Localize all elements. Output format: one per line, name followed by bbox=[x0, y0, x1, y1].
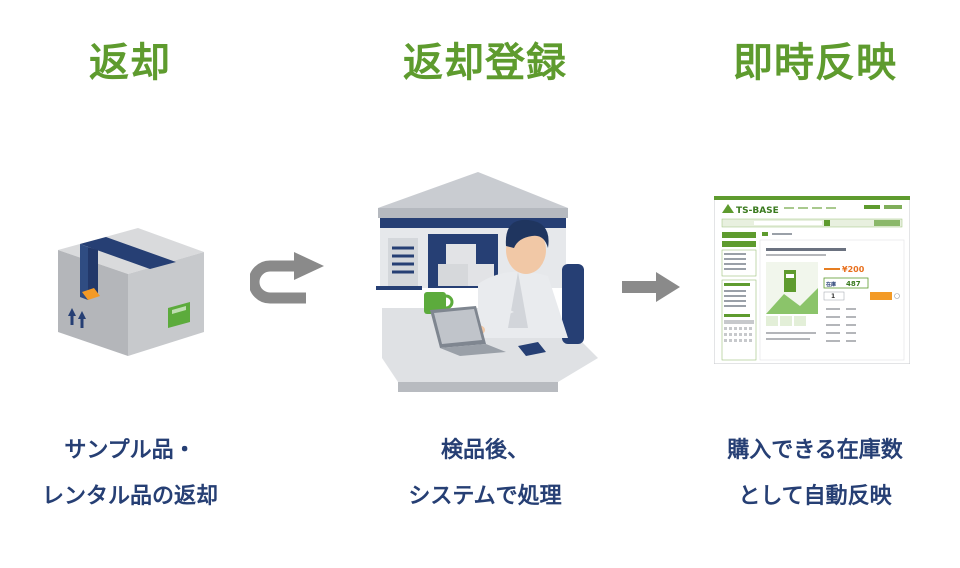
caption-return-line-2: レンタル品の返却 bbox=[41, 484, 218, 509]
mockup-price: ¥200 bbox=[842, 265, 865, 274]
caption-reflection-line-2: として自動反映 bbox=[738, 484, 892, 509]
heading-return: 返却 bbox=[89, 40, 171, 86]
heading-return-registration: 返却登録 bbox=[403, 40, 567, 86]
heading-instant-reflection: 即時反映 bbox=[733, 40, 897, 86]
caption-reflection-line-1: 購入できる在庫数 bbox=[727, 438, 903, 463]
caption-return-registration: 検品後、 システムで処理 bbox=[355, 428, 615, 520]
caption-return: サンプル品・ レンタル品の返却 bbox=[10, 428, 250, 520]
mockup-qty: 1 bbox=[831, 293, 835, 300]
warehouse-worker-illustration bbox=[376, 172, 598, 392]
box-icon bbox=[58, 228, 204, 356]
mockup-logo: TS-BASE bbox=[736, 206, 779, 216]
mockup-stock-value: 487 bbox=[846, 280, 861, 288]
return-arrow-icon bbox=[250, 252, 324, 304]
arrow-right-icon bbox=[622, 272, 680, 302]
caption-registration-line-2: システムで処理 bbox=[408, 484, 562, 509]
mockup-stock-label: 在庫 bbox=[826, 281, 836, 288]
caption-return-line-1: サンプル品・ bbox=[64, 438, 196, 463]
ts-base-screen-mockup: TS-BASE ¥200 在庫 487 1 bbox=[714, 196, 910, 364]
caption-registration-line-1: 検品後、 bbox=[440, 438, 529, 463]
caption-instant-reflection: 購入できる在庫数 として自動反映 bbox=[690, 428, 940, 520]
